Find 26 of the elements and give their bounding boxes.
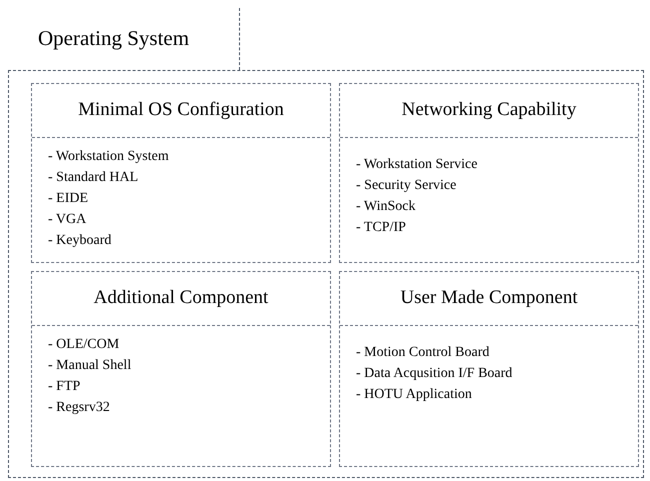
list-item: - Keyboard: [48, 232, 112, 250]
list-item: - Data Acqusition I/F Board: [356, 364, 514, 382]
component-panel: [31, 83, 331, 263]
component-panel: [339, 83, 639, 263]
component-panel: [31, 271, 331, 467]
os-heading: Operating System: [38, 25, 190, 52]
list-item: - OLE/COM: [48, 336, 120, 354]
list-item: - FTP: [48, 378, 82, 396]
component-panel: [339, 271, 639, 467]
list-item: - Workstation Service: [356, 156, 478, 174]
list-item: - VGA: [48, 210, 88, 228]
os-container: [8, 70, 644, 478]
panel-heading: User Made Component: [400, 287, 578, 308]
list-item: - WinSock: [356, 198, 416, 216]
list-item: - Security Service: [356, 176, 458, 194]
panel-heading: Minimal OS Configuration: [78, 99, 284, 120]
list-item: - Workstation System: [48, 148, 170, 166]
panel-heading: Additional Component: [94, 287, 268, 308]
list-item: - Manual Shell: [48, 356, 132, 374]
list-item: - HOTU Application: [356, 386, 473, 404]
panel-heading: Networking Capability: [402, 99, 576, 120]
list-item: - Regsrv32: [48, 398, 111, 416]
list-item: - TCP/IP: [356, 218, 407, 236]
list-item: - EIDE: [48, 190, 90, 208]
list-item: - Motion Control Board: [356, 344, 490, 362]
list-item: - Standard HAL: [48, 168, 140, 186]
